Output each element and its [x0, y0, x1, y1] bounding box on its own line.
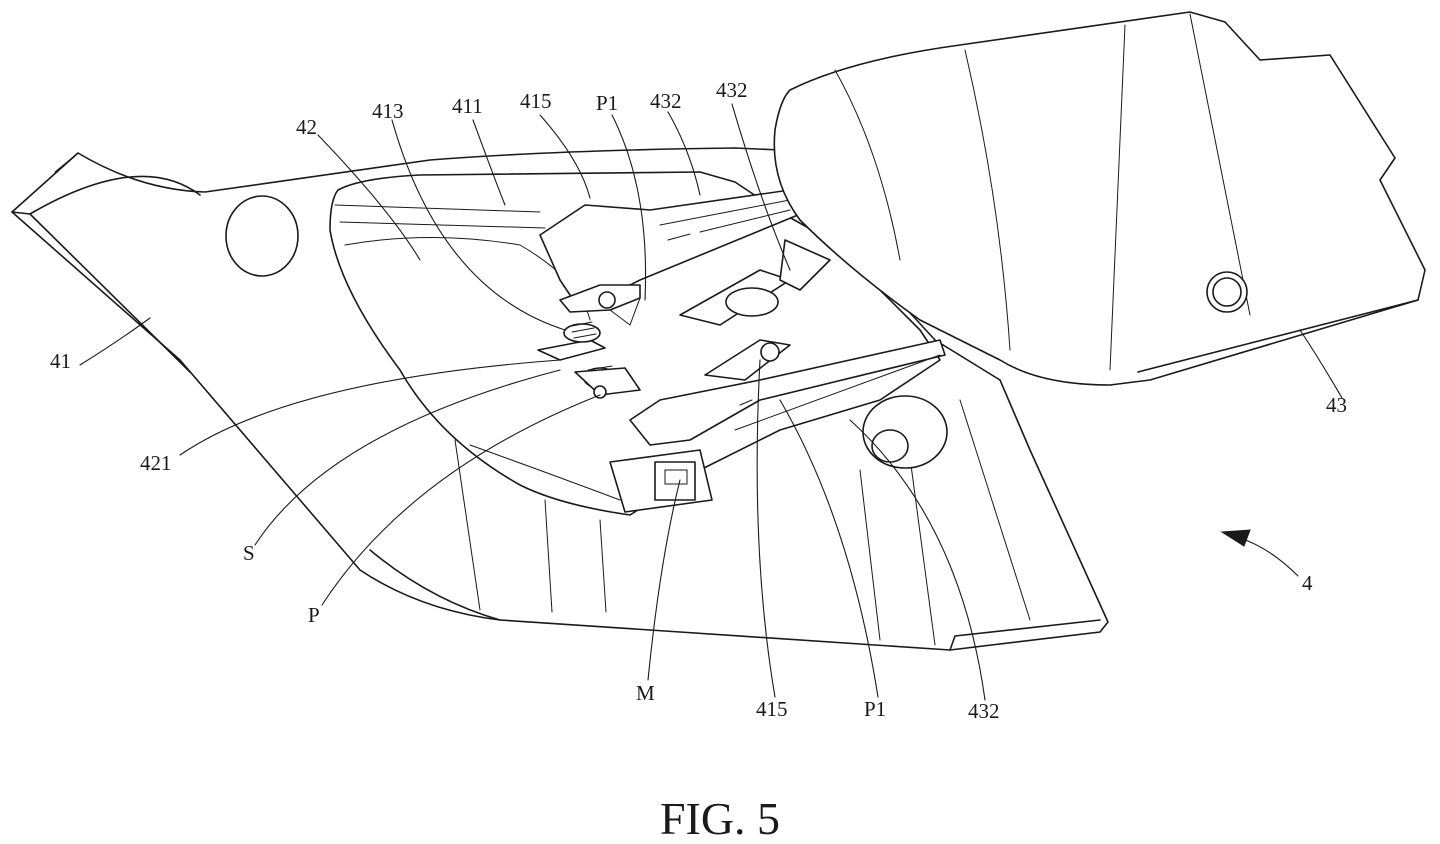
label-432-b: 432 — [716, 78, 748, 102]
leader-m — [647, 479, 681, 681]
leader-432-b — [731, 103, 791, 271]
leader-42 — [317, 134, 421, 261]
leader-421 — [179, 359, 561, 456]
leader-lines — [79, 103, 1343, 701]
label-415-bottom: 415 — [756, 697, 788, 721]
leader-43 — [1299, 329, 1343, 399]
leader-s — [254, 369, 561, 546]
leader-p1-bottom — [779, 399, 879, 698]
label-4: 4 — [1302, 571, 1313, 595]
leader-432-bottom — [849, 419, 986, 701]
label-411: 411 — [452, 94, 483, 118]
figure-caption: FIG. 5 — [660, 793, 780, 844]
label-415-top: 415 — [520, 89, 552, 113]
label-p1-top: P1 — [596, 91, 618, 115]
label-43: 43 — [1326, 393, 1347, 417]
label-42: 42 — [296, 115, 317, 139]
label-p1-bottom: P1 — [864, 697, 886, 721]
cover-panel-43 — [773, 11, 1426, 386]
label-s: S — [243, 541, 255, 565]
reference-labels: 41 42 413 411 415 P1 432 432 43 421 S P … — [50, 78, 1347, 723]
label-p: P — [308, 603, 320, 627]
leader-41 — [79, 317, 151, 366]
label-m: M — [636, 681, 655, 705]
leader-432-a — [667, 111, 701, 196]
leader-p1-top — [611, 114, 647, 301]
label-432-bottom: 432 — [968, 699, 1000, 723]
leader-411 — [472, 119, 506, 206]
label-432-a: 432 — [650, 89, 682, 113]
leader-415-top — [539, 114, 591, 199]
label-421: 421 — [140, 451, 172, 475]
assembly-arrow-4 — [1220, 529, 1299, 577]
leader-415-bottom — [756, 359, 776, 698]
leader-p — [321, 394, 601, 606]
label-41: 41 — [50, 349, 71, 373]
leader-413 — [391, 119, 566, 331]
label-413: 413 — [372, 99, 404, 123]
